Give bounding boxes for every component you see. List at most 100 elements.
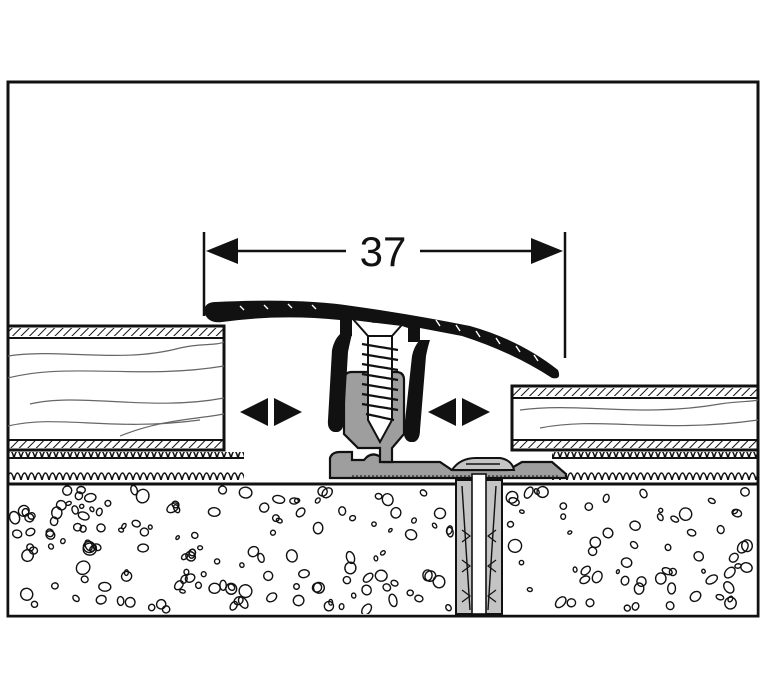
aggregate-pebble: [263, 570, 274, 582]
aggregate-pebble: [317, 486, 328, 497]
aggregate-pebble: [207, 506, 221, 518]
aggregate-pebble: [666, 582, 677, 595]
transition-cover-profile: [204, 300, 560, 442]
aggregate-pebble: [740, 487, 750, 497]
aggregate-pebble: [518, 559, 525, 566]
aggregate-pebble: [172, 504, 181, 514]
aggregate-pebble: [560, 513, 567, 520]
aggregate-pebble: [656, 513, 664, 522]
aggregate-pebble: [657, 507, 664, 514]
dimension-label: 37: [360, 228, 407, 275]
dimension-arrow-left: [206, 238, 238, 264]
aggregate-pebble: [137, 543, 150, 553]
aggregate-pebble: [727, 595, 734, 603]
aggregate-pebble: [422, 569, 433, 582]
aggregate-pebble: [8, 510, 21, 525]
aggregate-pebble: [17, 504, 30, 518]
aggregate-pebble: [390, 506, 402, 519]
aggregate-pebble: [374, 569, 388, 582]
aggregate-pebble: [387, 527, 393, 533]
aggregate-pebble: [404, 528, 418, 541]
aggregate-pebble: [321, 487, 334, 499]
aggregate-pebble: [311, 582, 323, 593]
aggregate-pebble: [361, 584, 372, 596]
aggregate-pebble: [298, 569, 310, 579]
aggregate-pebble: [390, 579, 399, 587]
right-underlay: [552, 452, 758, 480]
aggregate-pebble: [344, 561, 357, 575]
aggregate-pebble: [171, 500, 180, 509]
aggregate-pebble: [633, 582, 645, 595]
aggregate-pebble: [701, 568, 706, 574]
left-underlay: [8, 452, 244, 480]
aggregate-pebble: [338, 506, 347, 516]
aggregate-pebble: [50, 582, 59, 590]
aggregate-pebble: [707, 497, 716, 505]
aggregate-pebble: [72, 594, 80, 603]
aggregate-pebble: [139, 527, 150, 537]
aggregate-pebble: [554, 596, 567, 609]
aggregate-pebble: [323, 600, 335, 612]
aggregate-pebble: [257, 552, 265, 564]
aggregate-pebble: [130, 484, 139, 496]
aggregate-pebble: [602, 493, 610, 504]
aggregate-pebble: [623, 604, 632, 612]
aggregate-pebble: [95, 594, 107, 605]
aggregate-pebble: [180, 574, 188, 585]
aggregate-pebble: [247, 545, 260, 558]
aggregate-pebble: [269, 529, 277, 536]
aggregate-pebble: [190, 531, 199, 540]
aggregate-pebble: [225, 582, 238, 595]
aggregate-pebble: [373, 555, 379, 562]
aggregate-pebble: [227, 583, 236, 592]
aggregate-pebble: [584, 502, 594, 511]
aggregate-pebble: [406, 589, 414, 597]
aggregate-pebble: [197, 545, 204, 551]
aggregate-pebble: [59, 537, 66, 545]
aggregate-pebble: [668, 567, 678, 577]
aggregate-pebble: [664, 543, 672, 552]
aggregate-pebble: [49, 516, 59, 527]
aggregate-pebble: [74, 491, 84, 501]
aggregate-pebble: [362, 572, 374, 583]
aggregate-pebble: [26, 543, 35, 552]
aggregate-pebble: [670, 515, 680, 523]
aggregate-pebble: [526, 586, 533, 593]
aggregate-pebble: [82, 542, 98, 556]
aggregate-pebble: [629, 540, 639, 550]
wall-anchor-dowel: [455, 473, 503, 615]
aggregate-pebble: [116, 595, 125, 607]
aggregate-pebble: [371, 521, 377, 527]
aggregate-pebble: [80, 575, 89, 584]
aggregate-pebble: [533, 488, 540, 496]
aggregate-pebble: [292, 583, 300, 591]
aggregate-pebble: [639, 488, 648, 499]
aggregate-pebble: [258, 502, 270, 513]
aggregate-pebble: [78, 503, 85, 510]
aggregate-pebble: [45, 528, 55, 538]
aggregate-pebble: [285, 549, 298, 563]
aggregate-pebble: [61, 485, 73, 496]
aggregate-pebble: [506, 520, 515, 528]
aggregate-pebble: [30, 600, 39, 609]
aggregate-pebble: [312, 521, 324, 535]
aggregate-pebble: [77, 511, 90, 521]
aggregate-pebble: [693, 550, 705, 562]
aggregate-pebble: [723, 566, 736, 579]
aggregate-pebble: [587, 546, 598, 557]
aggregate-pebble: [728, 552, 739, 563]
aggregate-pebble: [208, 582, 221, 595]
aggregate-pebble: [173, 579, 184, 591]
aggregate-pebble: [382, 583, 392, 592]
aggregate-pebble: [419, 489, 428, 497]
aggregate-pebble: [213, 558, 221, 565]
aggregate-pebble: [75, 560, 91, 576]
aggregate-pebble: [410, 517, 418, 524]
aggregate-pebble: [95, 507, 103, 517]
aggregate-pebble: [620, 575, 630, 586]
aggregate-pebble: [689, 590, 702, 603]
aggregate-pebble: [47, 543, 55, 550]
aggregate-pebble: [381, 492, 394, 507]
aggregate-pebble: [566, 598, 577, 608]
